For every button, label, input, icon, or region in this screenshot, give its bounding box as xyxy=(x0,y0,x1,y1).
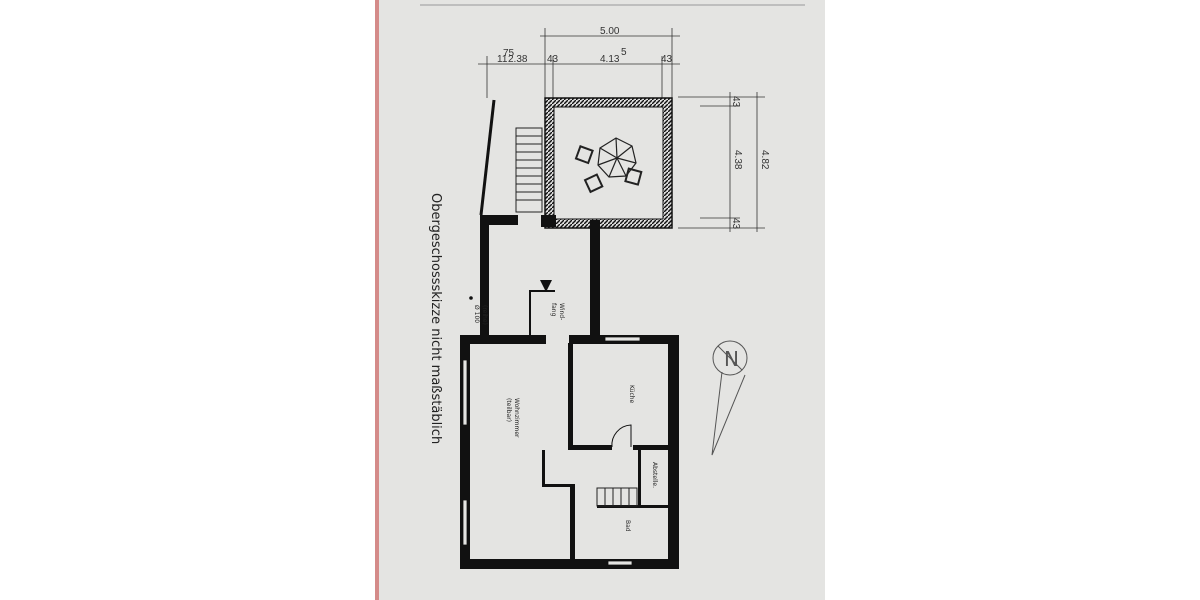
dim-wall-left: 43 xyxy=(547,54,559,65)
room-label-kueche: Küche xyxy=(628,385,635,404)
dim-top-total: 5.00 xyxy=(600,26,620,37)
dim-seg-b-sup: 5 xyxy=(621,47,627,58)
room-label-abstell: Abstelle. xyxy=(651,462,658,488)
note-text-2: (reihe) xyxy=(481,305,488,325)
chair-icon xyxy=(583,173,604,194)
parasol-icon xyxy=(597,137,637,178)
windows xyxy=(462,336,641,566)
note-dot xyxy=(469,296,473,300)
room-label-windfang-2: fang xyxy=(550,303,557,317)
diagonal-wall xyxy=(479,99,496,216)
dim-side-total: 4.82 xyxy=(759,150,770,170)
stairs-lower xyxy=(596,487,638,507)
door-swing xyxy=(611,424,632,448)
dim-side-inner: 4.38 xyxy=(732,150,743,170)
paper-edge xyxy=(375,0,379,600)
dim-small: 11 xyxy=(497,54,508,65)
dim-seg-b: 4.13 xyxy=(600,54,620,65)
room-label-windfang: Wind- xyxy=(558,303,565,320)
room-label-bad: Bad xyxy=(624,520,631,532)
side-dimensions xyxy=(678,92,765,232)
dim-seg-a-sup: 75 xyxy=(503,48,515,59)
chair-icon xyxy=(574,145,594,165)
terrace xyxy=(553,106,664,220)
room-label-wohnzimmer: Wohnzimmer xyxy=(513,398,520,438)
top-dimensions xyxy=(478,28,680,98)
chair-icon xyxy=(624,167,643,186)
compass-label: N xyxy=(724,347,739,371)
north-arrow-icon xyxy=(711,340,748,456)
dim-wall-right: 43 xyxy=(661,54,673,65)
stairs-upper xyxy=(515,127,543,213)
dim-side-wall-bottom: 43 xyxy=(730,218,741,230)
plan-caption: Obergeschossskizze nicht maßstäblich xyxy=(428,193,443,444)
dim-seg-a: 2.38 xyxy=(508,54,528,65)
room-label-wohnzimmer-2: (teilbar) xyxy=(505,398,512,422)
dim-side-wall-top: 43 xyxy=(730,96,741,108)
entrance-arrow-icon xyxy=(540,280,552,292)
note-text: Ø 100 xyxy=(473,305,480,323)
